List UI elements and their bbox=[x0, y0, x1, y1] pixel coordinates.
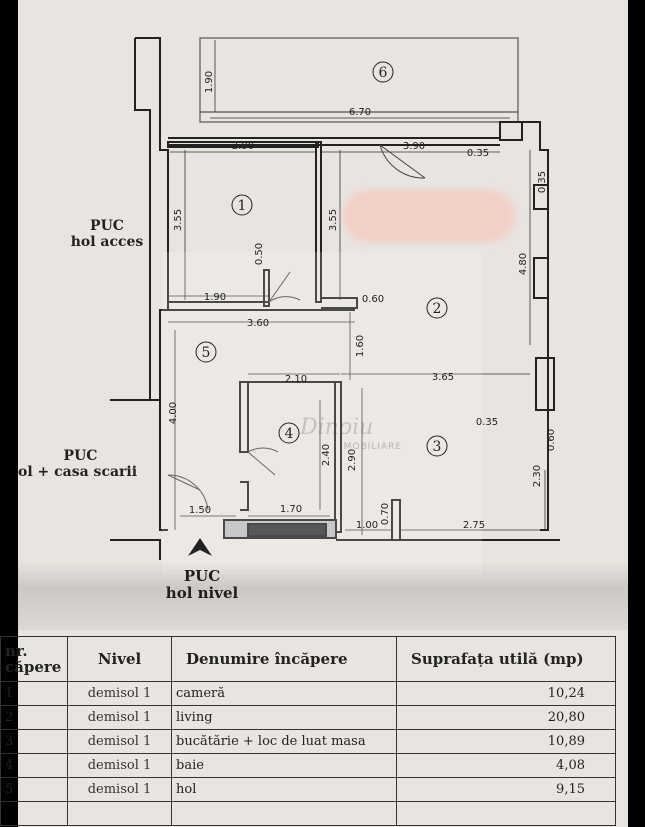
table-row-empty bbox=[0, 801, 616, 826]
cell-suprafata: 20,80 bbox=[396, 705, 616, 730]
cell-empty bbox=[396, 801, 616, 826]
cell-empty bbox=[0, 801, 68, 826]
dim-label: 0.70 bbox=[380, 503, 391, 525]
entrance-arrow-icon bbox=[188, 538, 212, 556]
watermark-logo-text: Dinoiu bbox=[300, 415, 374, 440]
cell-denumire: baie bbox=[171, 753, 397, 778]
cell-nr: 5 bbox=[0, 777, 68, 802]
label-hol-nivel: PUC hol nivel bbox=[152, 568, 252, 602]
room-markers: 6 1 2 5 4 3 bbox=[195, 61, 448, 457]
svg-text:1: 1 bbox=[238, 198, 247, 214]
svg-text:5: 5 bbox=[202, 345, 211, 361]
cell-nivel: demisol 1 bbox=[67, 705, 172, 730]
table-row: 2 demisol 1 living 20,80 bbox=[0, 705, 616, 730]
room-number-1: 1 bbox=[231, 194, 253, 216]
dim-label: 0.60 bbox=[362, 294, 384, 305]
cell-denumire: bucătărie + loc de luat masa bbox=[171, 729, 397, 754]
dim-label: 1.60 bbox=[355, 335, 366, 357]
dim-label: 0.35 bbox=[537, 171, 548, 193]
dim-label: 0.50 bbox=[254, 243, 265, 265]
dim-label: 3.90 bbox=[403, 141, 425, 152]
dim-label: 3.65 bbox=[432, 372, 454, 383]
dim-label: 1.90 bbox=[204, 292, 226, 303]
cell-nivel: demisol 1 bbox=[67, 681, 172, 706]
header-suprafata: Suprafața utilă (mp) bbox=[396, 636, 616, 682]
dim-label: 2.30 bbox=[532, 465, 543, 487]
dim-label: 2.90 bbox=[232, 141, 254, 152]
label-hol-acces-text: hol acces bbox=[70, 234, 144, 250]
label-hol-nivel-text: hol nivel bbox=[165, 584, 239, 602]
cell-suprafata: 4,08 bbox=[396, 753, 616, 778]
watermark-logo-subtitle: IMOBILIARE bbox=[340, 442, 403, 452]
dim-label: 3.55 bbox=[173, 209, 184, 231]
dim-label: 0.60 bbox=[546, 429, 557, 451]
dim-label: 2.10 bbox=[285, 374, 307, 385]
table-row: 3 demisol 1 bucătărie + loc de luat masa… bbox=[0, 729, 616, 754]
room-number-3: 3 bbox=[426, 435, 448, 457]
dim-label: 1.00 bbox=[356, 520, 378, 531]
header-nr-line1: nr. bbox=[5, 642, 28, 660]
table-row: 4 demisol 1 baie 4,08 bbox=[0, 753, 616, 778]
header-denumire: Denumire încăpere bbox=[171, 636, 397, 682]
rooms-table: nr. căpere Nivel Denumire încăpere Supra… bbox=[0, 636, 616, 826]
cell-suprafata: 10,89 bbox=[396, 729, 616, 754]
dim-label: 1.90 bbox=[204, 71, 215, 93]
dim-label: 0.35 bbox=[467, 148, 489, 159]
room-number-4: 4 bbox=[278, 422, 300, 444]
header-nivel: Nivel bbox=[67, 636, 172, 682]
label-casa-scarii-text: ol + casa scarii bbox=[18, 464, 138, 480]
dim-label: 2.90 bbox=[347, 449, 358, 471]
dim-label: 3.60 bbox=[247, 318, 269, 329]
cell-empty bbox=[67, 801, 172, 826]
cell-nr: 2 bbox=[0, 705, 68, 730]
cell-suprafata: 9,15 bbox=[396, 777, 616, 802]
svg-text:6: 6 bbox=[379, 65, 388, 81]
room-number-5: 5 bbox=[195, 341, 217, 363]
label-puc: PUC bbox=[90, 218, 124, 234]
svg-text:3: 3 bbox=[433, 439, 442, 455]
cell-suprafata: 10,24 bbox=[396, 681, 616, 706]
dim-label: 4.00 bbox=[168, 402, 179, 424]
cell-denumire: cameră bbox=[171, 681, 397, 706]
cell-nr: 3 bbox=[0, 729, 68, 754]
dim-label: 1.70 bbox=[280, 504, 302, 515]
cell-empty bbox=[171, 801, 397, 826]
interior-walls bbox=[167, 121, 555, 541]
dim-label: 4.80 bbox=[518, 253, 529, 275]
table-row: 1 demisol 1 cameră 10,24 bbox=[0, 681, 616, 706]
table-row: 5 demisol 1 hol 9,15 bbox=[0, 777, 616, 802]
cell-nivel: demisol 1 bbox=[67, 753, 172, 778]
cell-nr: 1 bbox=[0, 681, 68, 706]
redaction-blur bbox=[343, 190, 515, 242]
cell-nr: 4 bbox=[0, 753, 68, 778]
header-nr: nr. căpere bbox=[0, 636, 68, 682]
dim-label: 2.40 bbox=[321, 444, 332, 466]
cell-denumire: living bbox=[171, 705, 397, 730]
dimension-labels: 1.90 6.70 2.90 3.90 0.35 0.35 3.55 3.55 … bbox=[168, 71, 557, 531]
dimension-lines bbox=[168, 40, 549, 535]
dim-label: 0.35 bbox=[476, 417, 498, 428]
room-number-2: 2 bbox=[426, 297, 448, 319]
label-hol-acces: PUC hol acces bbox=[62, 218, 152, 250]
label-casa-scarii: PUC ol + casa scarii bbox=[18, 448, 143, 480]
svg-text:4: 4 bbox=[285, 426, 294, 442]
cell-denumire: hol bbox=[171, 777, 397, 802]
exterior-walls bbox=[110, 37, 560, 560]
header-nr-line2: căpere bbox=[5, 658, 62, 676]
svg-text:2: 2 bbox=[433, 301, 442, 317]
dim-label: 1.50 bbox=[189, 505, 211, 516]
door-swings bbox=[167, 144, 426, 511]
dim-label: 6.70 bbox=[349, 107, 371, 118]
room-number-6: 6 bbox=[372, 61, 394, 83]
dim-label: 2.75 bbox=[463, 520, 485, 531]
label-puc: PUC bbox=[183, 567, 221, 585]
label-puc: PUC bbox=[63, 448, 98, 464]
table-header-row: nr. căpere Nivel Denumire încăpere Supra… bbox=[0, 636, 616, 682]
watermark-panel bbox=[162, 252, 482, 574]
dim-label: 3.55 bbox=[328, 209, 339, 231]
cell-nivel: demisol 1 bbox=[67, 777, 172, 802]
balcony-outline bbox=[199, 37, 519, 123]
cell-nivel: demisol 1 bbox=[67, 729, 172, 754]
